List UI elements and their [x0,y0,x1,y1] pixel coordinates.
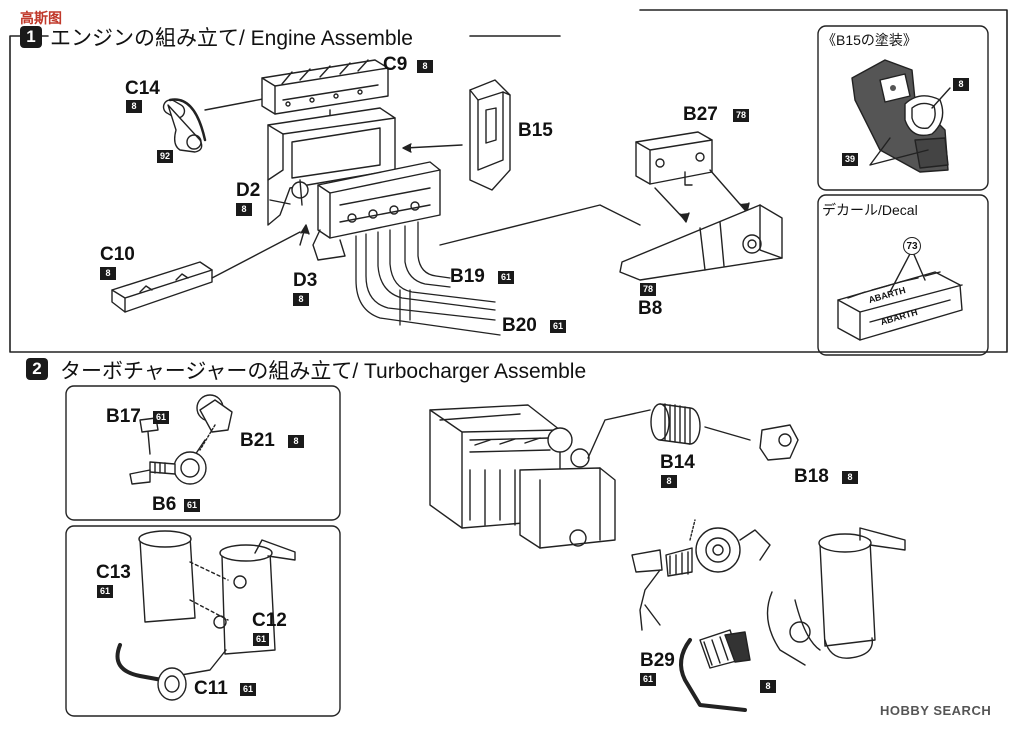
label-b21: B21 [240,430,275,451]
color-c12: 61 [253,633,269,646]
color-b17: 61 [153,411,169,424]
turbo-main [631,519,771,577]
step1-title: エンジンの組み立て/ Engine Assemble [50,27,413,50]
color-c14: 8 [126,100,142,113]
color-b6: 61 [184,499,200,512]
label-c12: C12 [252,610,287,631]
decal-box-title: デカール/Decal [822,202,918,218]
intercooler-right [766,527,906,666]
step1-badge: 1 [20,26,42,48]
b14-arrow [704,426,751,441]
c12-part [115,530,296,701]
b15-arrow [404,144,463,149]
label-b8: B8 [638,298,663,319]
label-c11: C11 [194,678,228,699]
b15-part [469,79,511,191]
label-b19: B19 [450,266,485,287]
c14-arrow [204,97,269,111]
color-b14: 8 [661,475,677,488]
label-b17: B17 [106,406,141,427]
label-c14: C14 [125,78,160,99]
color-c13: 61 [97,585,113,598]
b27-part [635,131,713,186]
color-b8: 78 [640,283,656,296]
step2-badge: 2 [26,358,48,380]
d2-arrow [269,199,291,205]
turbo-engine [429,404,616,549]
label-c13: C13 [96,562,131,583]
turbo-subbox-2 [65,525,341,717]
paint-color-a: 8 [953,78,969,91]
paint-color-b: 39 [842,153,858,166]
color-c9: 8 [417,60,433,73]
label-b14: B14 [660,452,695,473]
decal-number: 73 [903,237,921,255]
turbo-subbox-1 [65,385,341,521]
paint-box [817,25,989,191]
b14-part [650,403,701,445]
label-b15: B15 [518,120,553,141]
engine-block [267,107,396,226]
b6-part [129,394,233,485]
head-part [312,161,441,261]
label-b20: B20 [502,315,537,336]
c10-part [111,261,213,313]
paint-box-title: 《B15の塗装》 [822,32,917,48]
step2-title: ターボチャージャーの組み立て/ Turbocharger Assemble [60,360,587,383]
decal-illustration [837,249,963,341]
exhaust-pipes [355,221,501,336]
color-b21: 8 [288,435,304,448]
b8-link [439,204,641,246]
b29-part [679,629,751,712]
color-d3: 8 [293,293,309,306]
b18-part [759,424,799,461]
label-d3: D3 [293,270,318,291]
c14-part [162,98,207,153]
b29-link-2 [644,604,661,626]
color-d2: 8 [236,203,252,216]
c10-link [211,231,301,279]
paint-illustration [851,59,951,173]
watermark-top-left: 高斯图 [20,10,62,26]
b14-link [587,409,651,459]
label-c9: C9 [383,54,408,75]
b29-link [639,569,661,631]
label-b18: B18 [794,466,829,487]
color-b18: 8 [842,471,858,484]
color-b29: 61 [640,673,656,686]
b8-part [619,204,783,281]
label-b29: B29 [640,650,675,671]
label-b27: B27 [683,104,718,125]
color-b27: 78 [733,109,749,122]
color-c14-2: 92 [157,150,173,163]
label-b6: B6 [152,494,177,515]
decal-box [817,194,989,356]
color-b29-2: 8 [760,680,776,693]
step1-frame [9,9,1008,353]
color-b19: 61 [498,271,514,284]
label-c10: C10 [100,244,135,265]
watermark-bottom-right: HOBBY SEARCH [880,703,992,718]
color-c10: 8 [100,267,116,280]
label-d2: D2 [236,180,261,201]
color-b20: 61 [550,320,566,333]
color-c11: 61 [240,683,256,696]
c9-part [261,59,389,115]
